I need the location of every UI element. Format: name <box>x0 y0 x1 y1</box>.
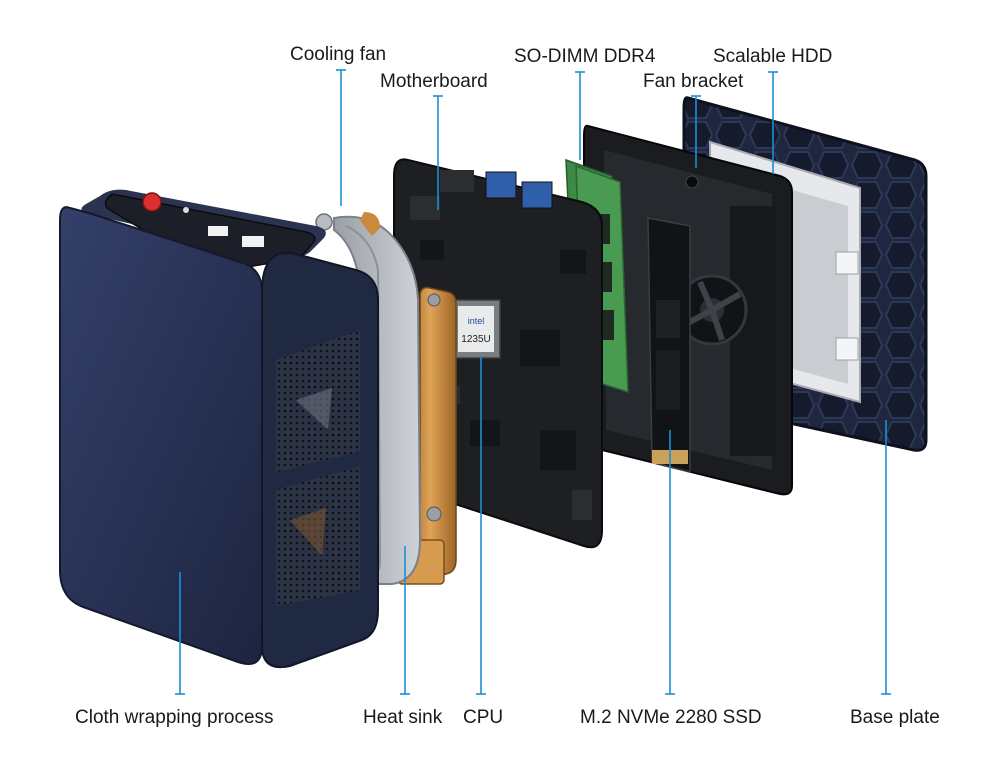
ssd-part <box>647 217 691 473</box>
label-cooling-fan: Cooling fan <box>290 44 387 65</box>
label-base-plate: Base plate <box>850 707 940 728</box>
label-motherboard: Motherboard <box>380 71 488 92</box>
case-part <box>59 189 379 668</box>
leader-fan-bracket <box>691 95 701 168</box>
leader-cooling-fan <box>336 69 346 206</box>
label-scalable-hdd: Scalable HDD <box>713 46 833 67</box>
label-cloth-wrapping: Cloth wrapping process <box>75 707 274 728</box>
cpu-brand-text: intel <box>468 316 485 326</box>
label-so-dimm: SO-DIMM DDR4 <box>514 46 656 67</box>
label-heat-sink: Heat sink <box>363 707 443 728</box>
leader-ssd <box>665 430 675 695</box>
label-cpu: CPU <box>463 707 504 728</box>
leader-motherboard <box>433 95 443 210</box>
cpu-chip: intel 1235U <box>451 299 501 359</box>
leader-cpu <box>476 356 486 695</box>
leader-so-dimm <box>575 71 585 160</box>
power-button <box>142 192 162 212</box>
leader-scalable-hdd <box>768 71 778 174</box>
label-fan-bracket: Fan bracket <box>643 71 744 92</box>
leader-lines <box>175 69 891 695</box>
leader-cloth-wrapping <box>175 572 185 695</box>
cpu-model-text: 1235U <box>461 334 490 345</box>
leader-base-plate <box>881 420 891 695</box>
label-ssd: M.2 NVMe 2280 SSD <box>580 707 762 728</box>
leader-heat-sink <box>400 546 410 695</box>
